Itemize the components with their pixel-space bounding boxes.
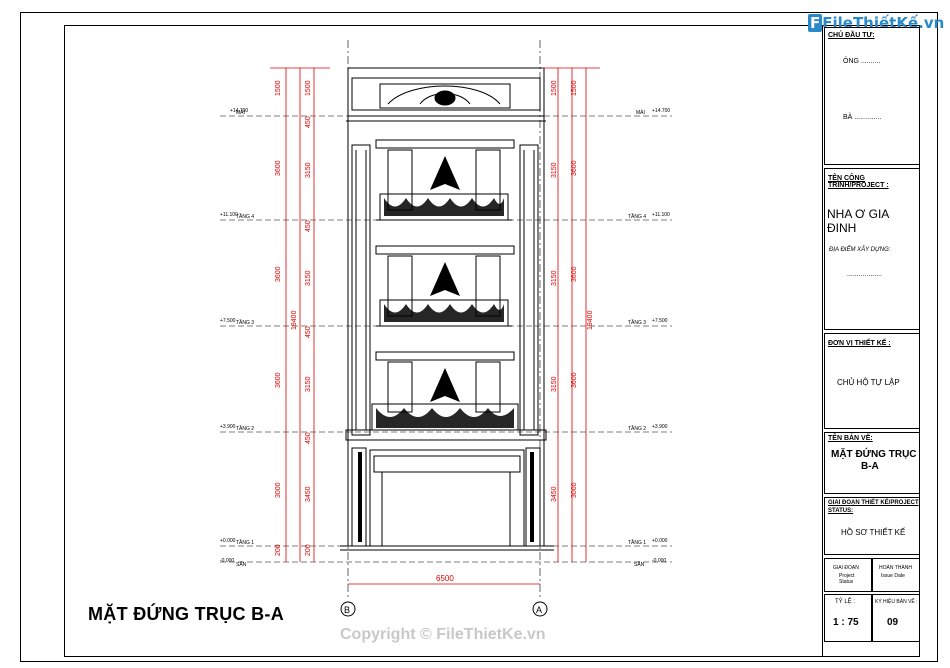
dim-inner-2: 450 xyxy=(305,116,312,128)
project-name: NHA Ơ GIA ĐINH xyxy=(827,207,889,235)
svg-text:TẦNG 4: TẦNG 4 xyxy=(628,213,646,220)
dim-r-inner-5: 3150 xyxy=(551,270,558,286)
svg-text:TẦNG 1: TẦNG 1 xyxy=(628,539,646,546)
dim-r-inner-3: 3150 xyxy=(551,162,558,178)
designer-cell: ĐƠN VỊ THIẾT KẾ : CHỦ HỘ TỰ LẬP xyxy=(824,333,920,429)
dim-inner-10: 200 xyxy=(305,544,312,556)
dim-inner-4: 450 xyxy=(305,220,312,232)
svg-text:TẦNG 3: TẦNG 3 xyxy=(236,319,254,326)
svg-text:+7.500: +7.500 xyxy=(220,318,236,324)
svg-text:+0.000: +0.000 xyxy=(220,538,236,544)
dim-outer-5: 3000 xyxy=(275,482,282,498)
svg-text:TẦNG 1: TẦNG 1 xyxy=(236,539,254,546)
dim-outer-6: 200 xyxy=(275,544,282,556)
dim-r-outer-5: 3000 xyxy=(571,482,578,498)
svg-text:TẦNG 2: TẦNG 2 xyxy=(628,425,646,432)
svg-text:+0.000: +0.000 xyxy=(652,538,668,544)
title-block xyxy=(822,25,920,657)
dim-r-outer-3: 3600 xyxy=(571,266,578,282)
outer-border xyxy=(20,12,938,662)
svg-text:+11.100: +11.100 xyxy=(220,212,238,218)
dim-r-outer-1: 1500 xyxy=(571,80,578,96)
dim-inner-1: 1500 xyxy=(305,80,312,96)
svg-text:-0.000: -0.000 xyxy=(220,558,234,564)
svg-text:+14.700: +14.700 xyxy=(652,108,670,114)
sheet-name-cell: TÊN BẢN VẼ: MẶT ĐỨNG TRỤC B-A xyxy=(824,432,920,494)
dim-total-right: 19400 xyxy=(587,310,594,330)
dim-inner-6: 450 xyxy=(305,326,312,338)
drawing-title: MẶT ĐỨNG TRỤC B-A xyxy=(88,604,285,624)
scale-cell: TỶ LỆ : 1 : 75 xyxy=(824,594,872,642)
dim-inner-5: 3150 xyxy=(305,270,312,286)
project-cell: TÊN CÔNG TRÌNH/PROJECT : NHA Ơ GIA ĐINH … xyxy=(824,168,920,330)
dim-outer-1: 1500 xyxy=(275,80,282,96)
dim-total-left: 19400 xyxy=(291,310,298,330)
dim-inner-9: 3450 xyxy=(305,486,312,502)
dim-r-inner-7: 3150 xyxy=(551,376,558,392)
svg-text:SÂN: SÂN xyxy=(236,561,247,568)
overall-width-dim: 6500 xyxy=(436,574,454,583)
dim-inner-3: 3150 xyxy=(305,162,312,178)
svg-text:TẦNG 3: TẦNG 3 xyxy=(628,319,646,326)
svg-text:-0.000: -0.000 xyxy=(652,558,666,564)
dim-inner-7: 3150 xyxy=(305,376,312,392)
status-cell: GIAI ĐOẠN THIẾT KẾ/PROJECT STATUS: HỒ SƠ… xyxy=(824,497,920,555)
svg-text:MÁI: MÁI xyxy=(636,109,645,116)
sheet-number-cell: KÝ HIỆU BẢN VẼ : 09 xyxy=(872,594,920,642)
owner-cell: CHỦ ĐẦU TƯ: ÔNG .......... BÀ ..........… xyxy=(824,27,920,165)
dim-outer-2: 3600 xyxy=(275,160,282,176)
svg-text:SÂN: SÂN xyxy=(634,561,645,568)
dim-r-outer-4: 3600 xyxy=(571,372,578,388)
dim-r-inner-9: 3450 xyxy=(551,486,558,502)
svg-text:MÁI: MÁI xyxy=(236,109,245,116)
svg-text:+11.100: +11.100 xyxy=(652,212,670,218)
svg-text:+3.900: +3.900 xyxy=(220,424,236,430)
watermark: Copyright © FileThietKe.vn xyxy=(340,626,546,643)
axis-b: B xyxy=(344,605,350,615)
svg-text:+14.700: +14.700 xyxy=(230,108,248,114)
axis-a: A xyxy=(536,605,542,615)
dim-outer-4: 3600 xyxy=(275,372,282,388)
phase-cell: GIAI ĐOẠN Project Status xyxy=(824,558,872,592)
svg-text:+3.900: +3.900 xyxy=(652,424,668,430)
dim-outer-3: 3600 xyxy=(275,266,282,282)
dim-r-inner-1: 1500 xyxy=(551,80,558,96)
issue-cell: HOÀN THÀNH Issue Date xyxy=(872,558,920,592)
svg-text:+7.500: +7.500 xyxy=(652,318,668,324)
svg-text:TẦNG 4: TẦNG 4 xyxy=(236,213,254,220)
dim-inner-8: 450 xyxy=(305,432,312,444)
dim-r-outer-2: 3600 xyxy=(571,160,578,176)
svg-text:TẦNG 2: TẦNG 2 xyxy=(236,425,254,432)
